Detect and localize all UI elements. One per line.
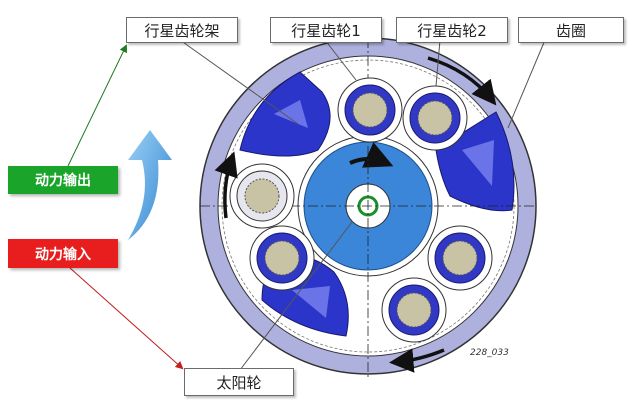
planet-gear bbox=[337, 77, 403, 143]
rotation-arrows bbox=[214, 56, 497, 373]
diagram-code: 228_033 bbox=[470, 348, 509, 358]
leader-lines bbox=[179, 39, 546, 371]
planet-gear bbox=[249, 225, 315, 291]
planet-gear bbox=[229, 163, 295, 229]
planet1-label: 行星齿轮1 bbox=[270, 17, 382, 43]
planet-gear bbox=[427, 225, 493, 291]
planet-gears bbox=[229, 77, 493, 343]
planet2-label: 行星齿轮2 bbox=[396, 17, 508, 43]
curved-blue-arrow bbox=[128, 130, 172, 240]
planet-gear bbox=[402, 85, 468, 151]
planet-gear bbox=[381, 277, 447, 343]
ring-label: 齿圈 bbox=[518, 17, 624, 43]
power-flow-lines bbox=[67, 44, 184, 370]
sun-label: 太阳轮 bbox=[184, 368, 294, 396]
power-output-tag: 动力输出 bbox=[8, 166, 118, 194]
carrier-label: 行星齿轮架 bbox=[126, 17, 238, 43]
power-input-tag: 动力输入 bbox=[8, 239, 118, 268]
